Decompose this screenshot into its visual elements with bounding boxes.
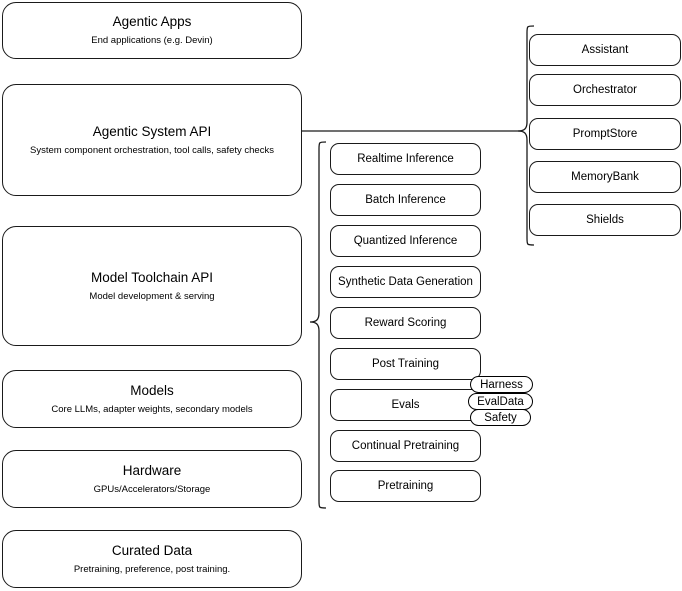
component-label: Batch Inference [365,194,446,206]
system-component-promptstore[interactable]: PromptStore [529,118,681,150]
layer-subtitle: Core LLMs, adapter weights, secondary mo… [51,403,253,415]
toolchain-component-quantized-inference[interactable]: Quantized Inference [330,225,481,257]
stack-layer-hardware[interactable]: Hardware GPUs/Accelerators/Storage [2,450,302,508]
system-component-memorybank[interactable]: MemoryBank [529,161,681,193]
component-label: Realtime Inference [357,153,454,165]
toolchain-component-batch-inference[interactable]: Batch Inference [330,184,481,216]
chip-label: Harness [480,378,523,391]
eval-chip-evaldata[interactable]: EvalData [468,393,533,410]
stack-layer-model-toolchain-api[interactable]: Model Toolchain API Model development & … [2,226,302,346]
component-label: PromptStore [572,128,638,140]
component-label: Synthetic Data Generation [338,276,473,288]
eval-chip-safety[interactable]: Safety [470,409,531,426]
component-label: Post Training [371,358,440,370]
layer-subtitle: Pretraining, preference, post training. [73,563,231,575]
layer-title: Curated Data [111,542,193,558]
component-label: Assistant [581,44,629,56]
layer-title: Models [130,382,174,398]
component-label: Evals [391,399,420,411]
toolchain-component-realtime-inference[interactable]: Realtime Inference [330,143,481,175]
stack-layer-curated-data[interactable]: Curated Data Pretraining, preference, po… [2,530,302,588]
component-label: Continual Pretraining [351,440,460,452]
chip-label: EvalData [477,395,524,408]
layer-subtitle: System component orchestration, tool cal… [30,144,274,156]
toolchain-component-evals[interactable]: Evals [330,389,481,421]
layer-title: Hardware [122,462,182,478]
toolchain-component-pretraining[interactable]: Pretraining [330,470,481,502]
layer-subtitle: End applications (e.g. Devin) [91,35,213,46]
toolchain-component-synthetic-data-generation[interactable]: Synthetic Data Generation [330,266,481,298]
component-label: Pretraining [377,480,434,492]
chip-label: Safety [484,411,517,424]
stack-layer-agentic-system-api[interactable]: Agentic System API System component orch… [2,84,302,196]
component-label: Reward Scoring [364,317,447,329]
component-label: Quantized Inference [353,235,458,247]
stack-layer-models[interactable]: Models Core LLMs, adapter weights, secon… [2,370,302,428]
layer-title: Agentic System API [92,123,212,139]
system-component-orchestrator[interactable]: Orchestrator [529,74,681,106]
stack-layer-agentic-apps[interactable]: Agentic Apps End applications (e.g. Devi… [2,2,302,59]
component-label: Shields [586,214,624,226]
layer-title: Agentic Apps [112,14,192,30]
system-component-assistant[interactable]: Assistant [529,34,681,66]
layer-subtitle: GPUs/Accelerators/Storage [93,483,211,495]
component-label: Orchestrator [573,84,637,96]
layer-title: Model Toolchain API [90,269,214,285]
toolchain-component-reward-scoring[interactable]: Reward Scoring [330,307,481,339]
toolchain-components-brace [309,141,327,509]
component-label: MemoryBank [571,171,639,183]
system-component-shields[interactable]: Shields [529,204,681,236]
toolchain-component-continual-pretraining[interactable]: Continual Pretraining [330,430,481,462]
layer-subtitle: Model development & serving [89,290,215,302]
eval-chip-harness[interactable]: Harness [470,376,533,393]
toolchain-component-post-training[interactable]: Post Training [330,348,481,380]
